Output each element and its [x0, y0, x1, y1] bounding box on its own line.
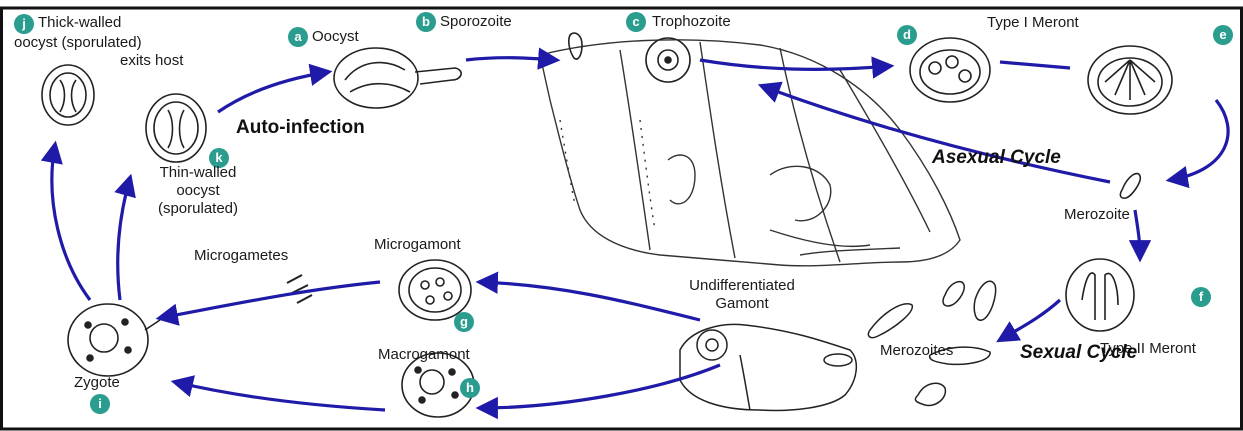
label-thick-walled-line2: oocyst (sporulated) — [14, 34, 142, 52]
badge-b: b — [416, 12, 436, 32]
label-microgamont: Microgamont — [374, 236, 461, 254]
label-microgametes: Microgametes — [194, 247, 288, 265]
label-merozoites: Merozoites — [880, 342, 953, 360]
label-thick-walled-line3: exits host — [120, 52, 183, 70]
badge-e: e — [1213, 25, 1233, 45]
label-type-i-meront: Type I Meront — [987, 14, 1079, 32]
badge-g: g — [454, 312, 474, 332]
label-thin-walled-line1: Thin-walled — [148, 164, 248, 182]
label-macrogamont: Macrogamont — [378, 346, 470, 364]
badge-i: i — [90, 394, 110, 414]
label-zygote: Zygote — [74, 374, 120, 392]
label-sporozoite: Sporozoite — [440, 13, 512, 31]
badge-a: a — [288, 27, 308, 47]
label-thin-walled-line3: (sporulated) — [140, 200, 256, 218]
heading-sexual-cycle: Sexual Cycle — [1020, 342, 1137, 364]
label-trophozoite: Trophozoite — [652, 13, 731, 31]
badge-j: j — [14, 14, 34, 34]
label-merozoite: Merozoite — [1064, 206, 1130, 224]
badge-c: c — [626, 12, 646, 32]
heading-auto-infection: Auto-infection — [236, 117, 365, 139]
heading-asexual-cycle: Asexual Cycle — [932, 147, 1061, 169]
label-oocyst: Oocyst — [312, 28, 359, 46]
label-undifferentiated-line2: Gamont — [652, 295, 832, 313]
label-thin-walled-line2: oocyst — [148, 182, 248, 200]
label-undifferentiated-line1: Undifferentiated — [652, 277, 832, 295]
badge-f: f — [1191, 287, 1211, 307]
label-thick-walled-line1: Thick-walled — [38, 14, 121, 32]
badge-d: d — [897, 25, 917, 45]
badge-h: h — [460, 378, 480, 398]
